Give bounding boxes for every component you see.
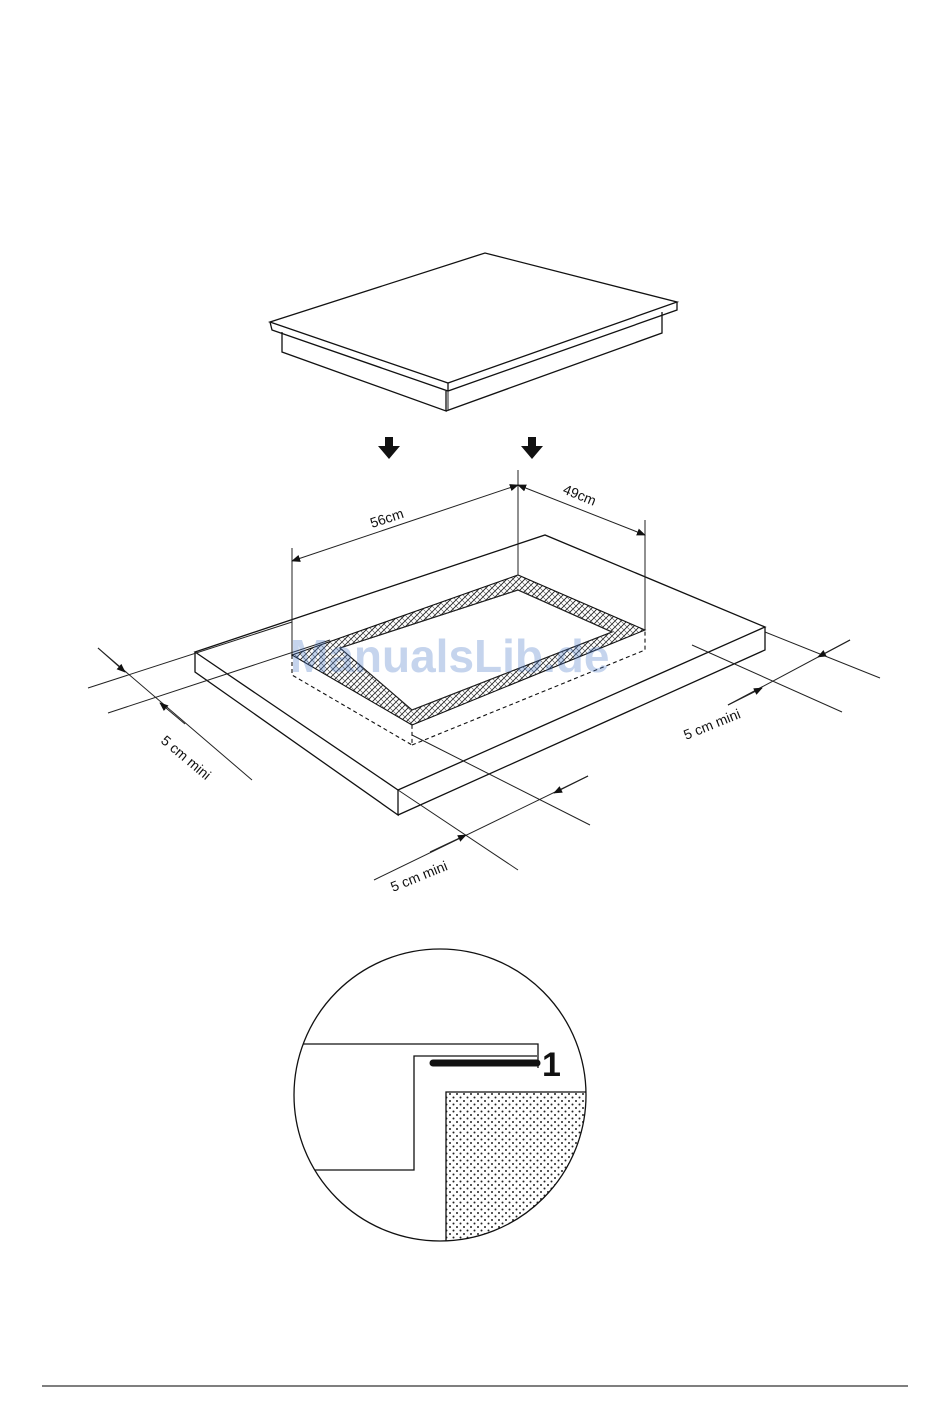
clearance-right-label: 5 cm mini xyxy=(681,706,743,743)
clearance-front: 5 cm mini xyxy=(374,735,590,895)
watermark: ManualsLib.de xyxy=(290,630,609,682)
clearance-left-label: 5 cm mini xyxy=(158,732,214,783)
detail-view: 1 xyxy=(280,940,600,1260)
clearance-front-label: 5 cm mini xyxy=(388,858,450,895)
down-arrow-icon xyxy=(378,437,400,459)
width-label: 56cm xyxy=(368,505,406,531)
callout-number: 1 xyxy=(542,1046,561,1084)
cooktop xyxy=(270,253,677,411)
down-arrow-icon xyxy=(521,437,543,459)
clearance-right: 5 cm mini xyxy=(681,632,880,743)
